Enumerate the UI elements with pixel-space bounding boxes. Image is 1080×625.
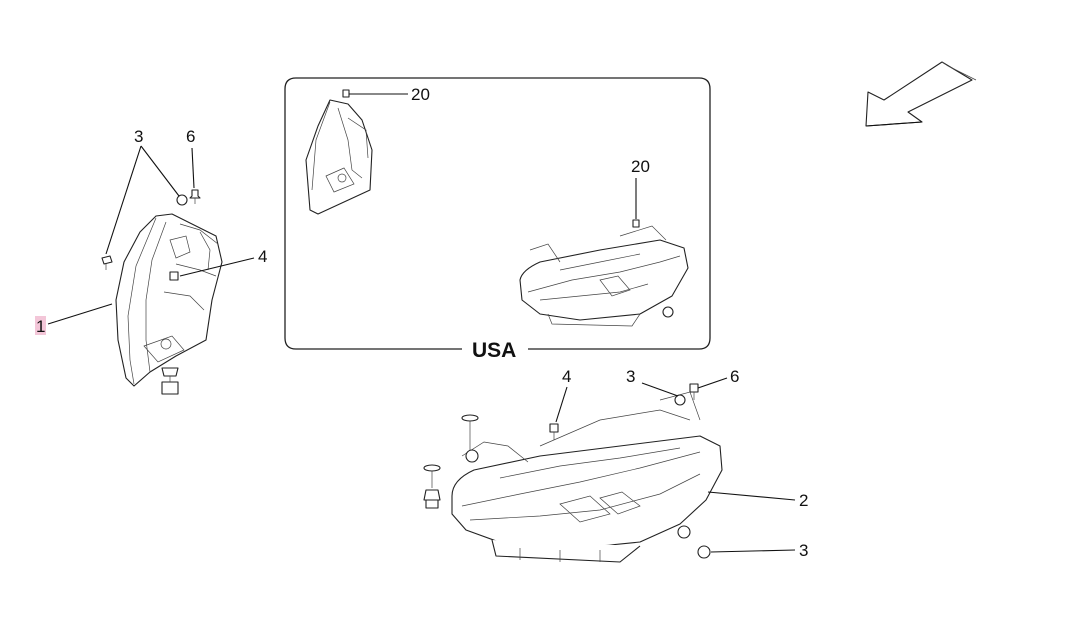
- usa-screw-top: [342, 89, 350, 98]
- callout-6-right: 6: [730, 367, 739, 386]
- callout-1-highlight: [35, 316, 46, 335]
- usa-inset-frame: [284, 77, 711, 350]
- usa-label: USA: [472, 339, 516, 362]
- callout-4-right: 4: [562, 367, 571, 386]
- callout-4-left: 4: [258, 247, 267, 266]
- callout-3-top: 3: [626, 367, 635, 386]
- left-fasteners: [101, 189, 201, 395]
- callout-2: 2: [799, 491, 808, 510]
- callout-1: 1: [36, 317, 45, 336]
- usa-screw-mid: [632, 219, 640, 228]
- callout-6-left: 6: [186, 127, 195, 146]
- callout-20-mid: 20: [631, 157, 650, 176]
- callout-3-bottom: 3: [799, 541, 808, 560]
- direction-arrow-icon: [865, 61, 977, 127]
- front-headlamp: [451, 391, 723, 563]
- left-side-headlamp: [115, 213, 223, 387]
- usa-side-headlamp: [305, 99, 373, 215]
- callout-3-left: 3: [134, 127, 143, 146]
- callout-20-top: 20: [411, 85, 430, 104]
- usa-front-headlamp: [519, 225, 689, 327]
- front-fasteners: [423, 383, 711, 559]
